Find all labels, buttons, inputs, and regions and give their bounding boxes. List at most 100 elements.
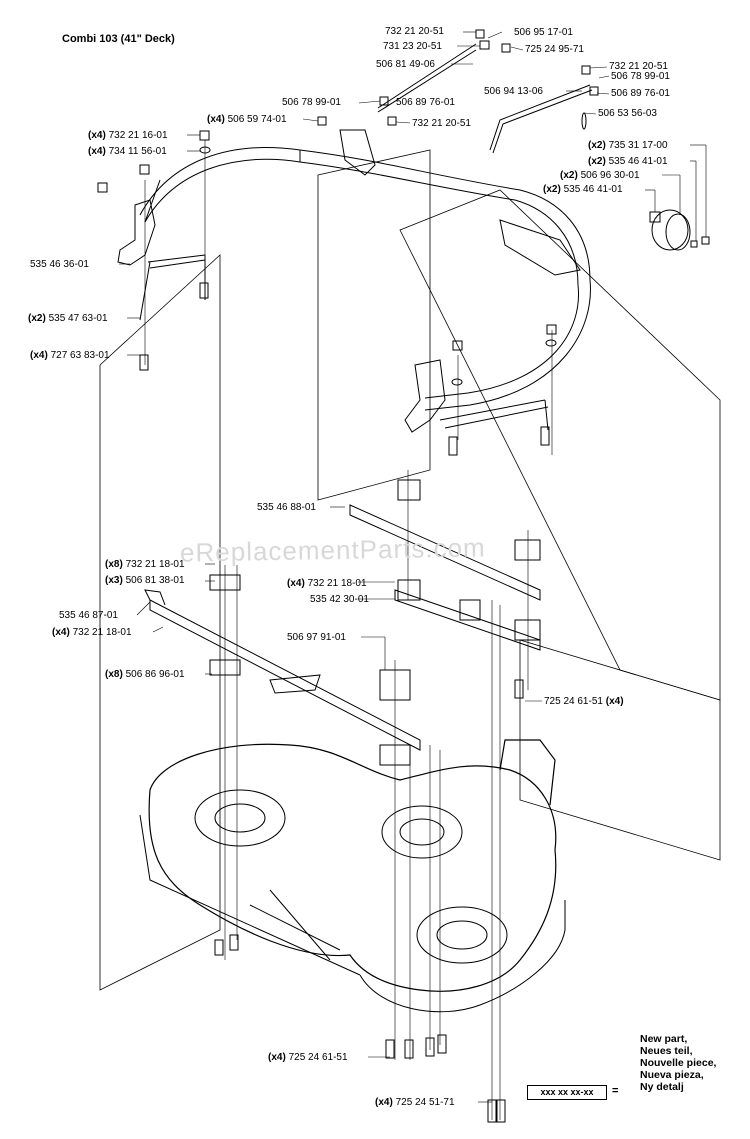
rear-axle <box>349 504 541 601</box>
part-number: 506 86 96-01 <box>125 669 185 680</box>
part-number: 732 21 20-51 <box>412 118 471 129</box>
part-label: (x2) 535 46 41-01 <box>543 184 623 195</box>
part-label: 535 42 30-01 <box>310 594 369 605</box>
part-qty: (x2) <box>588 140 606 151</box>
part-label: (x2) 735 31 17-00 <box>588 140 668 151</box>
part-label: (x4) 732 21 18-01 <box>52 627 132 638</box>
part-number: 506 53 56-03 <box>598 108 657 119</box>
part-label: 506 94 13-06 <box>484 86 543 97</box>
legend-line: Nouvelle piece, <box>640 1057 717 1069</box>
part-label: (x4) 725 24 51-71 <box>375 1097 455 1108</box>
legend-equals: = <box>612 1085 619 1097</box>
plane-mid <box>317 149 431 501</box>
part-label: 732 21 20-51 <box>385 26 444 37</box>
page-title: Combi 103 (41" Deck) <box>62 33 175 45</box>
part-label: (x2) 535 46 41-01 <box>588 156 668 167</box>
part-number: 535 46 41-01 <box>608 156 668 167</box>
part-number: 506 89 76-01 <box>396 97 455 108</box>
legend-line: Nueva pieza, <box>640 1069 704 1081</box>
part-label: (x4) 732 21 16-01 <box>88 130 168 141</box>
part-label: 506 89 76-01 <box>396 97 455 108</box>
part-label: 732 21 20-51 <box>412 118 471 129</box>
part-number: 506 89 76-01 <box>611 88 670 99</box>
part-label: 506 89 76-01 <box>611 88 670 99</box>
part-number: 506 97 91-01 <box>287 632 346 643</box>
part-qty: (x2) <box>28 313 46 324</box>
part-label: (x8) 732 21 18-01 <box>105 559 185 570</box>
part-qty: (x4) <box>88 130 106 141</box>
part-label: 731 23 20-51 <box>383 41 442 52</box>
part-label: 506 78 99-01 <box>282 97 341 108</box>
front-axle <box>149 599 421 751</box>
part-qty: (x2) <box>543 184 561 195</box>
part-label: (x4) 506 59 74-01 <box>207 114 287 125</box>
plane-lower-right <box>519 639 721 861</box>
part-number: 506 96 30-01 <box>580 170 640 181</box>
part-qty: (x8) <box>105 559 123 570</box>
part-number: 727 63 83-01 <box>50 350 110 361</box>
part-qty: (x4) <box>88 146 106 157</box>
part-number: 725 24 61-51 <box>544 696 603 707</box>
part-number: 506 81 38-01 <box>125 575 185 586</box>
part-number: 506 81 49-06 <box>376 59 435 70</box>
part-label: (x4) 732 21 18-01 <box>287 578 367 589</box>
part-label: 506 53 56-03 <box>598 108 657 119</box>
part-qty: (x4) <box>207 114 225 125</box>
part-qty: (x3) <box>105 575 123 586</box>
part-number: 535 46 41-01 <box>563 184 623 195</box>
part-label: (x2) 506 96 30-01 <box>560 170 640 181</box>
legend-text: New part, Neues teil, Nouvelle piece, Nu… <box>640 1033 716 1093</box>
part-number: 732 21 20-51 <box>609 61 668 72</box>
part-number: 732 21 18-01 <box>125 559 185 570</box>
part-label: 506 78 99-01 <box>611 71 670 82</box>
part-number: 732 21 16-01 <box>108 130 168 141</box>
part-qty: (x4) <box>52 627 70 638</box>
legend-part-box: xxx xx xx-xx <box>527 1085 607 1100</box>
legend-line: Neues teil, <box>640 1045 693 1057</box>
part-label: 506 97 91-01 <box>287 632 346 643</box>
part-qty: (x2) <box>560 170 578 181</box>
part-number: 535 46 88-01 <box>257 502 316 513</box>
part-number: 506 78 99-01 <box>611 71 670 82</box>
part-number: 732 21 18-01 <box>307 578 367 589</box>
part-label: 732 21 20-51 <box>609 61 668 72</box>
part-number: 506 59 74-01 <box>227 114 287 125</box>
part-qty: (x8) <box>105 669 123 680</box>
part-number: 732 21 20-51 <box>385 26 444 37</box>
part-number: 725 24 51-71 <box>395 1097 455 1108</box>
part-number: 535 46 87-01 <box>59 610 118 621</box>
part-number: 732 21 18-01 <box>72 627 132 638</box>
watermark: eReplacementParts.com <box>179 532 486 568</box>
plane-right <box>399 189 721 701</box>
part-label: 506 81 49-06 <box>376 59 435 70</box>
part-qty: (x4) <box>268 1052 286 1063</box>
part-label: 725 24 95-71 <box>525 44 584 55</box>
part-label: (x4) 725 24 61-51 <box>268 1052 348 1063</box>
part-qty: (x4) <box>30 350 48 361</box>
lift-bar <box>139 147 591 411</box>
left-bracket <box>117 199 156 266</box>
part-number: 731 23 20-51 <box>383 41 442 52</box>
part-label: (x8) 506 86 96-01 <box>105 669 185 680</box>
part-number: 725 24 61-51 <box>288 1052 348 1063</box>
plane-left <box>99 254 221 991</box>
part-label: 535 46 36-01 <box>30 259 89 270</box>
part-label: (x2) 535 47 63-01 <box>28 313 108 324</box>
part-number: 506 94 13-06 <box>484 86 543 97</box>
part-qty: (x2) <box>588 156 606 167</box>
legend-line: New part, <box>640 1033 688 1045</box>
part-qty: (x4) <box>375 1097 393 1108</box>
part-label: (x4) 727 63 83-01 <box>30 350 110 361</box>
part-number: 535 42 30-01 <box>310 594 369 605</box>
part-label: 725 24 61-51 (x4) <box>544 696 624 707</box>
part-number: 735 31 17-00 <box>608 140 668 151</box>
part-number: 506 78 99-01 <box>282 97 341 108</box>
part-qty: (x4) <box>287 578 305 589</box>
part-label: 535 46 88-01 <box>257 502 316 513</box>
part-label: (x3) 506 81 38-01 <box>105 575 185 586</box>
part-number: 535 47 63-01 <box>48 313 108 324</box>
part-number: 734 11 56-01 <box>108 146 167 157</box>
right-bracket <box>404 359 446 433</box>
part-number: 506 95 17-01 <box>514 27 573 38</box>
